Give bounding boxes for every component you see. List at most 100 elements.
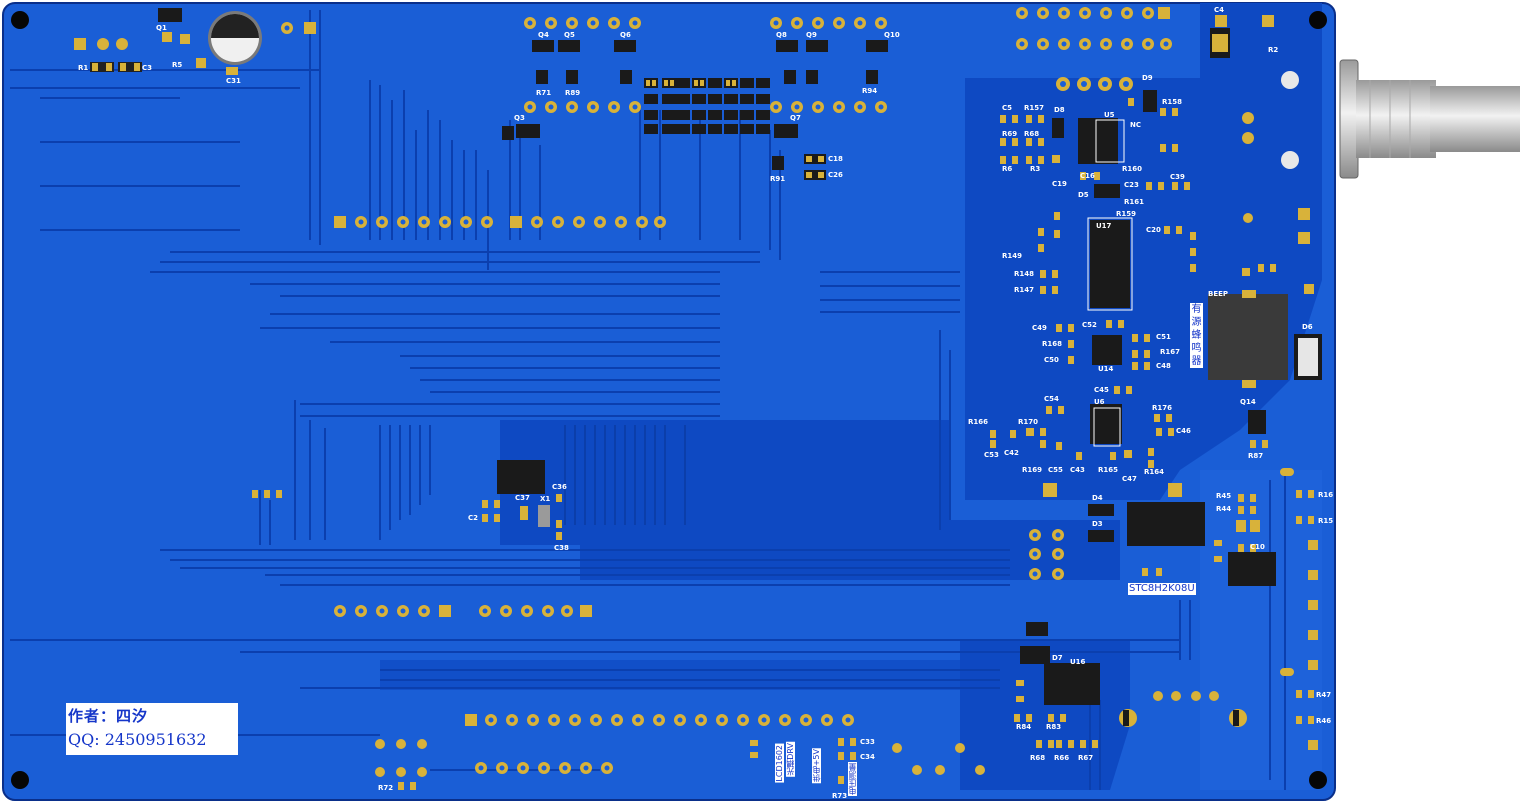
- author-info: 作者：四汐 QQ: 2450951632: [66, 703, 238, 755]
- svg-text:C47: C47: [1122, 475, 1137, 483]
- test-points: [892, 213, 1253, 775]
- svg-text:C51: C51: [1156, 333, 1171, 341]
- svg-text:BEEP: BEEP: [1208, 290, 1228, 298]
- svg-text:R16: R16: [1318, 491, 1333, 499]
- svg-text:X1: X1: [540, 495, 550, 503]
- svg-text:C20: C20: [1146, 226, 1161, 234]
- svg-text:C52: C52: [1082, 321, 1097, 329]
- svg-text:R94: R94: [862, 87, 877, 95]
- svg-text:Q9: Q9: [806, 31, 817, 39]
- svg-text:R67: R67: [1078, 754, 1093, 762]
- svg-text:C16: C16: [1080, 172, 1095, 180]
- svg-text:C26: C26: [828, 171, 843, 179]
- svg-text:D7: D7: [1052, 654, 1063, 662]
- svg-text:U5: U5: [1104, 111, 1115, 119]
- svg-text:U6: U6: [1094, 398, 1105, 406]
- svg-text:C45: C45: [1094, 386, 1109, 394]
- svg-text:R84: R84: [1016, 723, 1031, 731]
- svg-text:Q10: Q10: [884, 31, 900, 39]
- svg-text:C34: C34: [860, 753, 875, 761]
- copper-pour-strip: [380, 660, 1000, 690]
- svg-text:Q1: Q1: [156, 24, 167, 32]
- svg-text:R46: R46: [1316, 717, 1331, 725]
- svg-text:C4: C4: [1214, 6, 1224, 14]
- svg-text:R149: R149: [1002, 252, 1022, 260]
- svg-text:R157: R157: [1024, 104, 1044, 112]
- pin-headers: [334, 7, 1247, 777]
- svg-text:R170: R170: [1018, 418, 1038, 426]
- chip-note-label: 光耦DRV: [786, 742, 795, 777]
- svg-text:R44: R44: [1216, 505, 1231, 513]
- svg-text:C23: C23: [1124, 181, 1139, 189]
- svg-text:D5: D5: [1078, 191, 1089, 199]
- mounting-holes: [11, 11, 1327, 789]
- svg-text:C50: C50: [1044, 356, 1059, 364]
- svg-text:R89: R89: [565, 89, 580, 97]
- svg-text:R6: R6: [1002, 165, 1012, 173]
- svg-text:D8: D8: [1054, 106, 1065, 114]
- svg-text:R87: R87: [1248, 452, 1263, 460]
- svg-text:R45: R45: [1216, 492, 1231, 500]
- svg-text:Q3: Q3: [514, 114, 525, 122]
- svg-text:R158: R158: [1162, 98, 1182, 106]
- svg-text:Q7: Q7: [790, 114, 801, 122]
- svg-text:C10: C10: [1250, 543, 1265, 551]
- svg-text:C42: C42: [1004, 449, 1019, 457]
- silk-outlines: [1087, 119, 1133, 447]
- svg-text:C33: C33: [860, 738, 875, 746]
- svg-text:R47: R47: [1316, 691, 1331, 699]
- svg-text:NC: NC: [1130, 121, 1141, 129]
- svg-text:U14: U14: [1098, 365, 1114, 373]
- svg-text:R68: R68: [1024, 130, 1039, 138]
- svg-text:Q14: Q14: [1240, 398, 1256, 406]
- svg-text:C49: C49: [1032, 324, 1047, 332]
- svg-text:R2: R2: [1268, 46, 1278, 54]
- power-note-2: 电压测量: [848, 762, 857, 796]
- svg-text:R176: R176: [1152, 404, 1172, 412]
- svg-text:Q8: Q8: [776, 31, 787, 39]
- svg-text:C31: C31: [226, 77, 241, 85]
- svg-text:D6: D6: [1302, 323, 1313, 331]
- svg-text:R161: R161: [1124, 198, 1144, 206]
- svg-text:R66: R66: [1054, 754, 1069, 762]
- svg-text:R3: R3: [1030, 165, 1040, 173]
- bnc-connector: [1339, 59, 1520, 179]
- svg-text:D9: D9: [1142, 74, 1153, 82]
- svg-text:R73: R73: [832, 792, 847, 800]
- svg-text:R147: R147: [1014, 286, 1034, 294]
- svg-text:R159: R159: [1116, 210, 1136, 218]
- svg-text:R15: R15: [1318, 517, 1333, 525]
- svg-text:Q6: Q6: [620, 31, 631, 39]
- svg-text:R168: R168: [1042, 340, 1062, 348]
- power-note-1: 供电+5V: [812, 748, 821, 784]
- svg-text:R167: R167: [1160, 348, 1180, 356]
- edge-connector-pads: [1280, 208, 1318, 750]
- svg-text:C2: C2: [468, 514, 478, 522]
- author-name: 作者：四汐: [68, 707, 149, 725]
- svg-text:U17: U17: [1096, 222, 1112, 230]
- svg-text:D3: D3: [1092, 520, 1103, 528]
- svg-text:C53: C53: [984, 451, 999, 459]
- svg-text:Q4: Q4: [538, 31, 549, 39]
- svg-text:C38: C38: [554, 544, 569, 552]
- svg-text:R5: R5: [172, 61, 182, 69]
- lcd-connector-label: LCD1602: [775, 744, 784, 783]
- svg-text:C3: C3: [142, 64, 152, 72]
- svg-text:C55: C55: [1048, 466, 1063, 474]
- svg-text:C39: C39: [1170, 173, 1185, 181]
- svg-text:C18: C18: [828, 155, 843, 163]
- svg-text:R71: R71: [536, 89, 551, 97]
- svg-text:C43: C43: [1070, 466, 1085, 474]
- svg-text:C48: C48: [1156, 362, 1171, 370]
- svg-text:R169: R169: [1022, 466, 1042, 474]
- svg-text:R166: R166: [968, 418, 988, 426]
- svg-text:C54: C54: [1044, 395, 1059, 403]
- svg-text:R1: R1: [78, 64, 88, 72]
- svg-text:C37: C37: [515, 494, 530, 502]
- svg-text:C36: C36: [552, 483, 567, 491]
- power-section-components: [497, 15, 1322, 705]
- svg-text:R164: R164: [1144, 468, 1164, 476]
- bus-lines: [564, 425, 686, 525]
- svg-text:R165: R165: [1098, 466, 1118, 474]
